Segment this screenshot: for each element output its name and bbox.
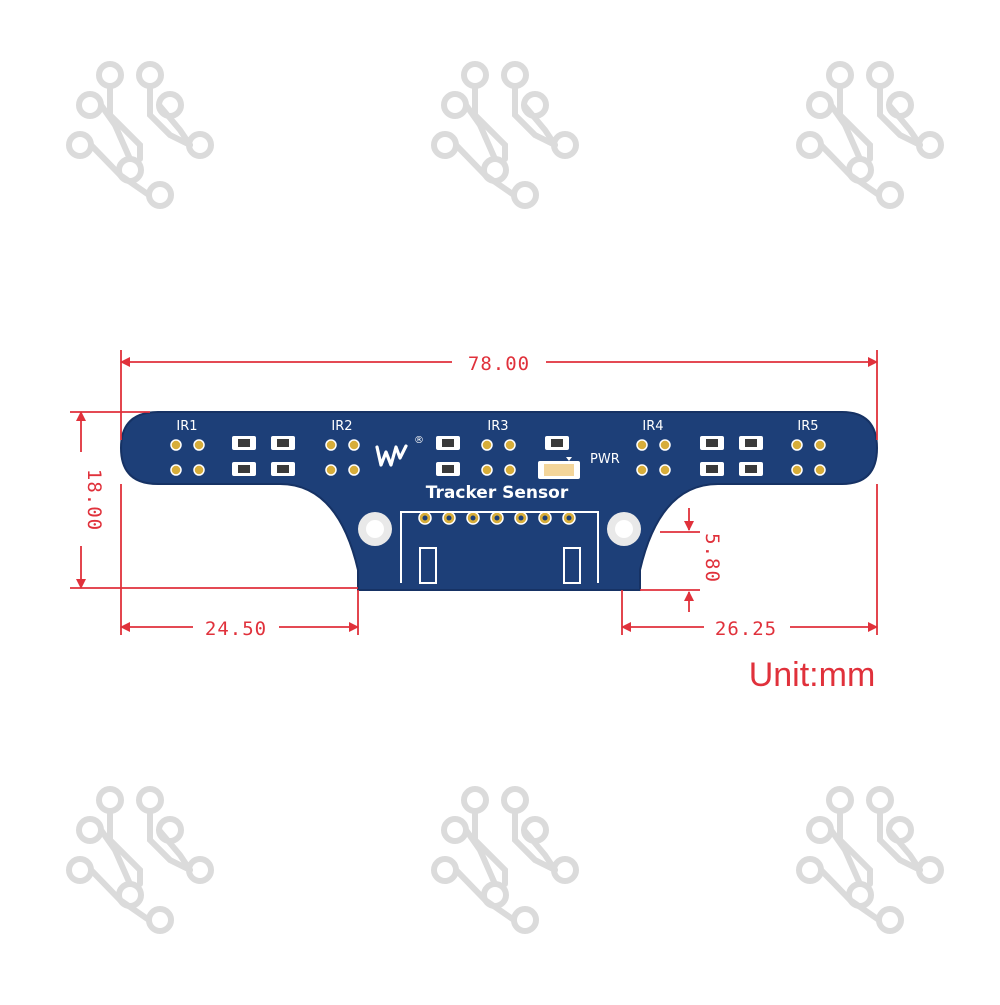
- dimension-notch-height: 5.80: [701, 533, 723, 583]
- ir-label-3: IR3: [487, 419, 508, 434]
- dimension-left-offset: 24.50: [205, 618, 267, 640]
- ir-sensor-pads: [170, 439, 826, 476]
- waveshare-logo-icon: ®: [375, 435, 424, 467]
- mounting-holes: [358, 512, 641, 546]
- ir-label-1: IR1: [176, 419, 197, 434]
- pcb-board: IR1 IR2 IR3 IR4 IR5: [119, 411, 879, 591]
- board-title: Tracker Sensor: [426, 483, 569, 503]
- pwr-led: [538, 457, 580, 479]
- dimension-width-total: 78.00: [468, 353, 530, 375]
- ir-label-2: IR2: [331, 419, 352, 434]
- logo-registered-mark: ®: [414, 435, 424, 446]
- unit-label: Unit:mm: [749, 656, 876, 694]
- ir-label-4: IR4: [642, 419, 663, 434]
- smd-components: [232, 436, 763, 476]
- pwr-label: PWR: [590, 452, 620, 467]
- connector-outline: [400, 511, 599, 583]
- dimension-height: 18.00: [83, 469, 105, 531]
- dimension-right-offset: 26.25: [715, 618, 777, 640]
- ir-label-5: IR5: [797, 419, 818, 434]
